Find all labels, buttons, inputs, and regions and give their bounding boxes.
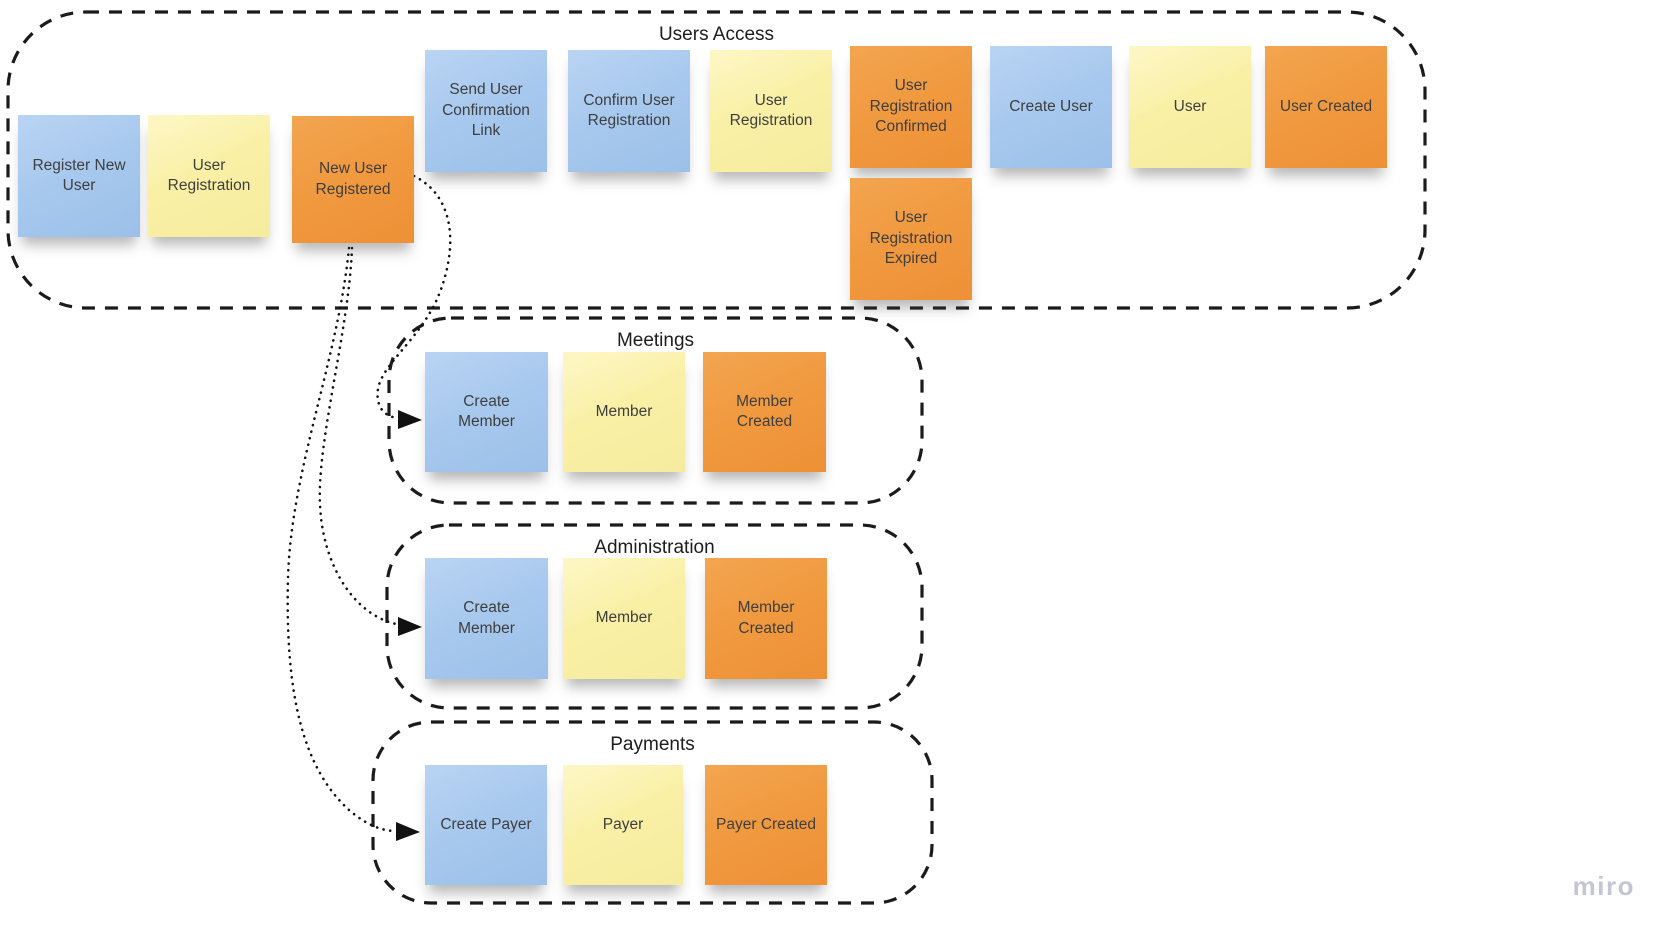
- sticky-note-users-access-create-user[interactable]: Create User: [990, 46, 1112, 168]
- group-title-users-access[interactable]: Users Access: [658, 24, 775, 45]
- group-frame-administration[interactable]: [385, 523, 924, 710]
- sticky-note-payments-payer-created[interactable]: Payer Created: [705, 765, 827, 885]
- sticky-note-administration-create-member[interactable]: Create Member: [425, 558, 548, 679]
- sticky-note-meetings-member-created[interactable]: Member Created: [703, 352, 826, 472]
- sticky-note-administration-member[interactable]: Member: [563, 558, 685, 679]
- miro-watermark: miro: [1572, 871, 1635, 901]
- sticky-note-administration-member-created[interactable]: Member Created: [705, 558, 827, 679]
- sticky-note-users-access-register-new-user[interactable]: Register New User: [18, 115, 140, 237]
- group-frame-meetings[interactable]: [387, 316, 924, 505]
- group-title-payments[interactable]: Payments: [610, 734, 695, 755]
- group-frame-users-access[interactable]: [6, 10, 1427, 310]
- sticky-note-users-access-new-user-registered[interactable]: New User Registered: [292, 116, 414, 243]
- sticky-note-users-access-user[interactable]: User: [1129, 46, 1251, 168]
- sticky-note-payments-payer[interactable]: Payer: [563, 765, 683, 885]
- sticky-note-payments-create-payer[interactable]: Create Payer: [425, 765, 547, 885]
- sticky-note-users-access-send-user-confirmation-link[interactable]: Send User Confirmation Link: [425, 50, 547, 172]
- sticky-note-users-access-user-registration-confirmed[interactable]: User Registration Confirmed: [850, 46, 972, 168]
- sticky-note-users-access-confirm-user-registration[interactable]: Confirm User Registration: [568, 50, 690, 172]
- arrowhead-icon-new-user-registered-to-administration-create-member: [398, 617, 422, 636]
- sticky-note-users-access-user-registration-expired[interactable]: User Registration Expired: [850, 178, 972, 300]
- arrowhead-icon-new-user-registered-to-meetings-create-member: [398, 410, 422, 429]
- sticky-note-users-access-user-registration[interactable]: User Registration: [148, 115, 270, 237]
- connector-new-user-registered-to-payments-create-payer[interactable]: [286, 246, 398, 833]
- group-title-meetings[interactable]: Meetings: [616, 330, 695, 351]
- sticky-note-meetings-member[interactable]: Member: [563, 352, 685, 472]
- sticky-note-users-access-user-registration-2[interactable]: User Registration: [710, 50, 832, 172]
- arrowhead-icon-new-user-registered-to-payments-create-payer: [396, 822, 420, 841]
- sticky-note-meetings-create-member[interactable]: Create Member: [425, 352, 548, 472]
- sticky-note-users-access-user-created[interactable]: User Created: [1265, 46, 1387, 168]
- connector-new-user-registered-to-meetings-create-member[interactable]: [376, 174, 452, 420]
- connector-new-user-registered-to-administration-create-member[interactable]: [318, 246, 398, 626]
- group-title-administration[interactable]: Administration: [594, 537, 715, 558]
